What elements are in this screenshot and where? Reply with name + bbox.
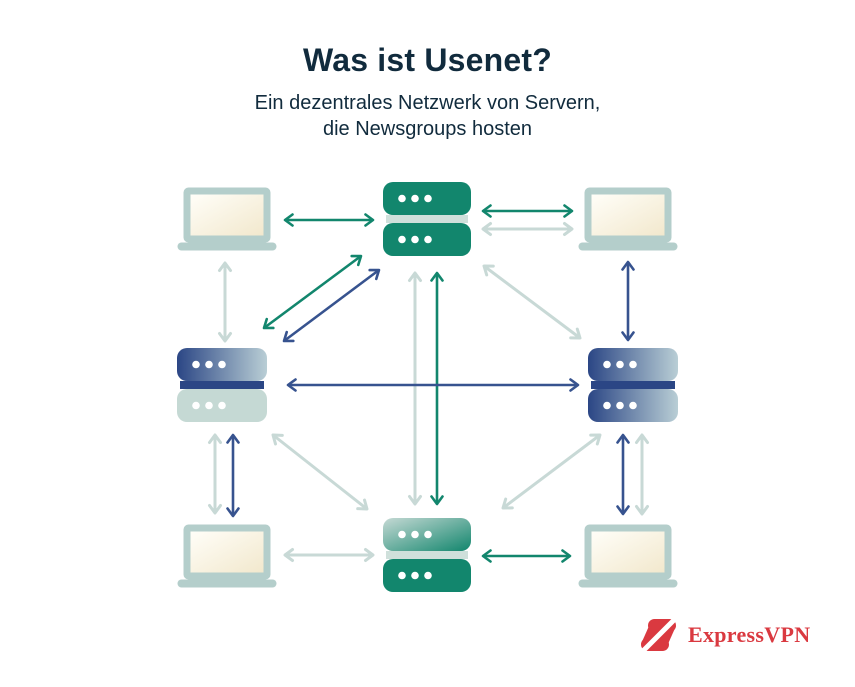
node-laptop-top-right [578,187,678,251]
page-title: Was ist Usenet? [303,42,552,78]
expressvpn-bolt-icon [637,616,678,654]
node-server-bottom [383,518,471,592]
subtitle-line-2: die Newsgroups hosten [322,118,532,140]
subtitle-line-1: Ein dezentrales Netzwerk von Servern, [254,92,601,114]
node-laptop-top-left [177,187,277,251]
link-server-top--server-right [482,264,582,340]
link-server-left--server-top [262,254,363,330]
node-server-top [383,182,471,256]
expressvpn-logo: ExpressVPN [636,616,810,654]
node-laptop-bottom-right [578,524,678,588]
expressvpn-wordmark: ExpressVPN [688,622,811,647]
link-server-bottom--server-right [501,433,602,510]
node-laptop-bottom-left [177,524,277,588]
node-server-right [588,348,678,422]
node-server-left [177,348,267,422]
link-server-left--server-bottom [271,433,369,511]
link-server-left--server-top [282,268,381,343]
page-subtitle: Ein dezentrales Netzwerk von Servern, di… [0,90,855,142]
